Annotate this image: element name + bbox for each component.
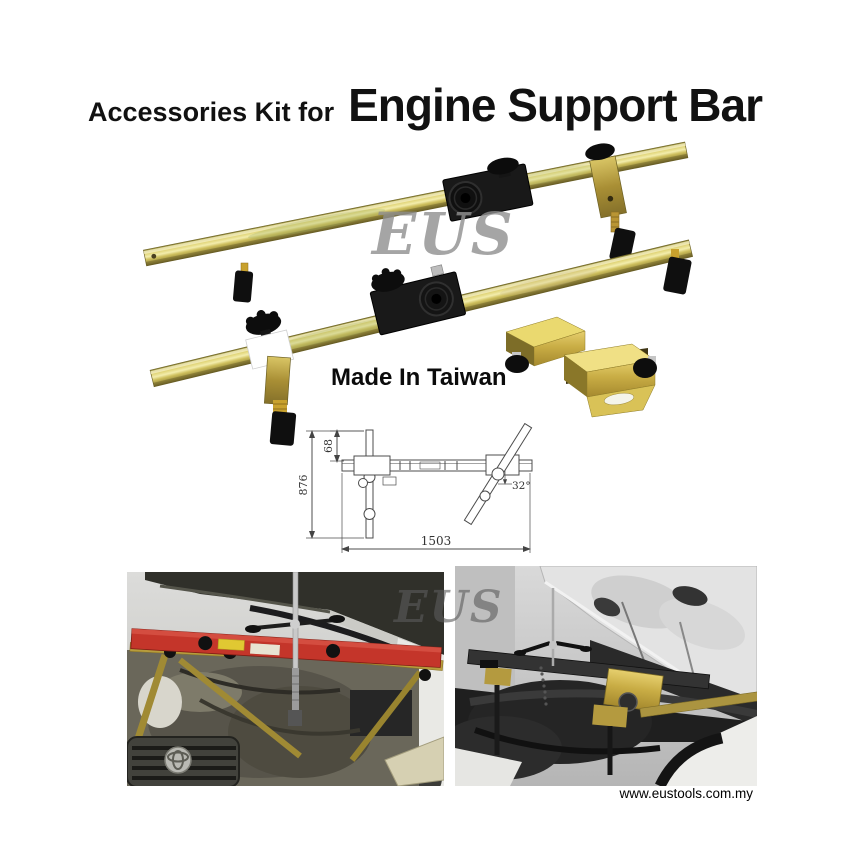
knob	[618, 692, 638, 712]
rubber-foot	[663, 256, 692, 295]
gold-clamp	[484, 666, 512, 687]
oval-knob	[487, 157, 519, 175]
label-sticker	[217, 638, 245, 651]
origin-label: Made In Taiwan	[331, 364, 507, 391]
mount-bracket-front	[563, 343, 657, 418]
oval-knob	[585, 143, 615, 161]
slot-cutout	[603, 392, 635, 406]
knob	[198, 636, 213, 651]
gold-extension-bar	[639, 691, 757, 718]
star-knob	[245, 313, 282, 335]
dim-angle: 32°	[512, 480, 531, 492]
right-slider-top-bar	[585, 143, 627, 219]
bracket-knob	[633, 358, 657, 378]
hood-vent	[593, 597, 621, 617]
title-prefix: Accessories Kit for	[87, 97, 335, 127]
page-title: Accessories Kit for Engine Support Bar	[0, 78, 850, 132]
star-knob	[371, 271, 405, 292]
technical-diagram	[306, 422, 533, 553]
watermark-upper: EUS	[370, 200, 515, 268]
hook	[288, 710, 302, 726]
engine-support-bar-installed	[467, 588, 757, 775]
title-main: Engine Support Bar	[348, 79, 763, 131]
diagram-main-bar	[341, 459, 533, 472]
brass-pin	[671, 249, 679, 260]
label-sticker	[249, 642, 281, 657]
watermark-lower: EUS	[392, 582, 504, 633]
rubber-foot	[232, 270, 254, 303]
threaded-hook-rod	[292, 668, 299, 714]
support-bar-bottom	[149, 239, 694, 446]
headlight	[384, 736, 444, 786]
photo-engine-bay-left	[127, 572, 444, 786]
dim-876: 876	[297, 475, 310, 496]
bar-end-hole	[151, 253, 157, 259]
t-handle	[521, 641, 551, 654]
mount-bracket-back	[505, 316, 586, 373]
support-bar-top	[143, 141, 689, 303]
center-clamp-top-bar	[442, 157, 534, 222]
set-screw	[430, 264, 444, 277]
photo-engine-bay-right	[455, 566, 757, 786]
gold-clamp	[592, 704, 628, 728]
car-fender	[660, 716, 757, 786]
diagram-dimension-labels: 68 876 1503 32°	[297, 439, 531, 548]
car-grille	[127, 736, 240, 786]
rubber-foot	[269, 411, 297, 446]
website-url: www.eustools.com.my	[619, 786, 753, 801]
center-clamp-bottom-bar	[369, 264, 466, 336]
t-handle	[555, 641, 585, 650]
hood-vent	[672, 586, 708, 606]
rubber-foot	[609, 227, 636, 263]
car-hood	[145, 572, 444, 655]
support-arm	[263, 355, 291, 406]
knob-stem	[648, 356, 656, 363]
dim-68: 68	[322, 439, 335, 453]
red-support-bar	[130, 628, 442, 668]
dim-1503: 1503	[421, 534, 452, 548]
knob	[326, 643, 341, 658]
bracket-knob	[505, 355, 529, 373]
